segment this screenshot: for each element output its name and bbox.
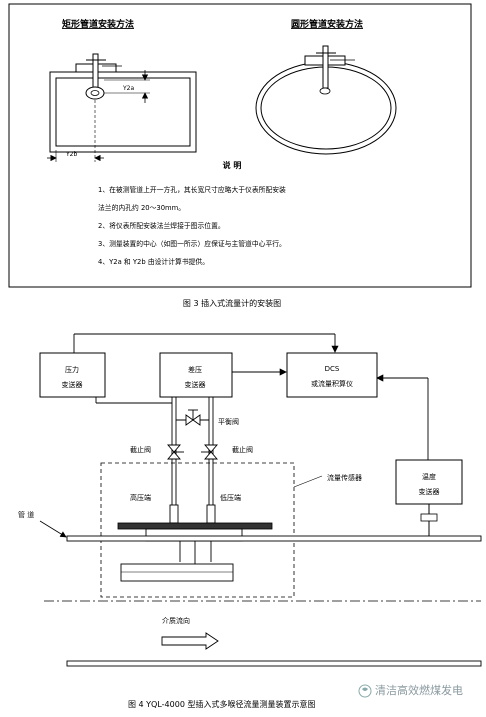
- low-side-label: 低压端: [220, 493, 241, 502]
- pipe-bottom-wall: [66, 660, 482, 667]
- round-method-title: 圆形管道安装方法: [291, 18, 363, 30]
- svg-text:清洁高效燃煤发电: 清洁高效燃煤发电: [375, 683, 463, 697]
- dcs-label-2: 或流量积算仪: [311, 379, 353, 388]
- flow-sensor-label: 流量传感器: [327, 473, 362, 482]
- pipe-leader-arrow: [39, 520, 67, 538]
- fig3-caption: 图 3 插入式流量计的安装图: [183, 298, 281, 308]
- flow-sensor-boundary: [100, 462, 295, 598]
- pressure-transmitter-box: [39, 352, 106, 398]
- note-line-5: 4、Y2a 和 Y2b 由设计计算书提供。: [98, 257, 209, 266]
- dp-tx-label-1: 差压: [188, 365, 202, 374]
- rect-duct-drawing: [47, 53, 197, 162]
- dcs-box: [286, 352, 378, 398]
- temperature-transmitter-box: [395, 459, 463, 505]
- mounting-flange: [117, 522, 273, 530]
- balance-valve-label: 平衡阀: [218, 417, 239, 426]
- signal-lines: [73, 333, 429, 460]
- note-line-1: 1、在被测管道上开一方孔，其长宽尺寸应略大于仪表所配安装: [98, 185, 286, 194]
- multi-throat-probe: [120, 563, 234, 582]
- pressure-tx-label-1: 压力: [65, 365, 79, 374]
- fig4-caption: 图 4 YQL-4000 型插入式多喉径流量测量装置示意图: [128, 699, 315, 709]
- stop-valve-right-label: 截止阀: [232, 445, 253, 454]
- note-line-2: 法兰的内孔约 20～30mm。: [98, 203, 185, 212]
- fig3-frame: [8, 3, 472, 288]
- temperature-probe: [420, 504, 438, 536]
- dp-tx-label-2: 变送器: [185, 380, 206, 389]
- note-line-3: 2、将仪表所配安装法兰焊接于图示位置。: [98, 221, 225, 230]
- dcs-label-1: DCS: [325, 365, 340, 373]
- flow-direction-label: 介质流向: [162, 616, 190, 625]
- dim-y2b-label: Y2b: [65, 151, 77, 158]
- temp-tx-label-1: 温度: [422, 472, 436, 481]
- stop-valve-right-icon: [201, 444, 218, 460]
- notes-title: 说 明: [223, 160, 242, 170]
- dp-transmitter-box: [159, 352, 233, 398]
- watermark: 清洁高效燃煤发电: [358, 683, 463, 698]
- pipe-top-wall: [66, 535, 482, 542]
- pipe-label: 管 道: [18, 510, 34, 519]
- temp-tx-label-2: 变送器: [419, 487, 440, 496]
- high-pressure-tap: [169, 504, 179, 524]
- round-duct-drawing: [255, 45, 397, 155]
- note-line-4: 3、测量装置的中心（如图一所示）应保证与主管道中心平行。: [98, 239, 286, 248]
- impulse-lines: [95, 397, 214, 505]
- sensor-leader-line: [293, 475, 323, 488]
- dim-y2a-label: Y2a: [122, 85, 134, 92]
- rect-method-title: 矩形管道安装方法: [61, 18, 134, 30]
- balance-valve-icon: [185, 409, 201, 426]
- high-side-label: 高压端: [130, 493, 151, 502]
- stop-valve-left-icon: [167, 444, 184, 460]
- low-pressure-tap: [206, 504, 216, 524]
- pressure-tx-label-2: 变送器: [62, 380, 83, 389]
- stop-valve-left-label: 截止阀: [130, 445, 151, 454]
- flow-direction-arrow-icon: [161, 632, 219, 650]
